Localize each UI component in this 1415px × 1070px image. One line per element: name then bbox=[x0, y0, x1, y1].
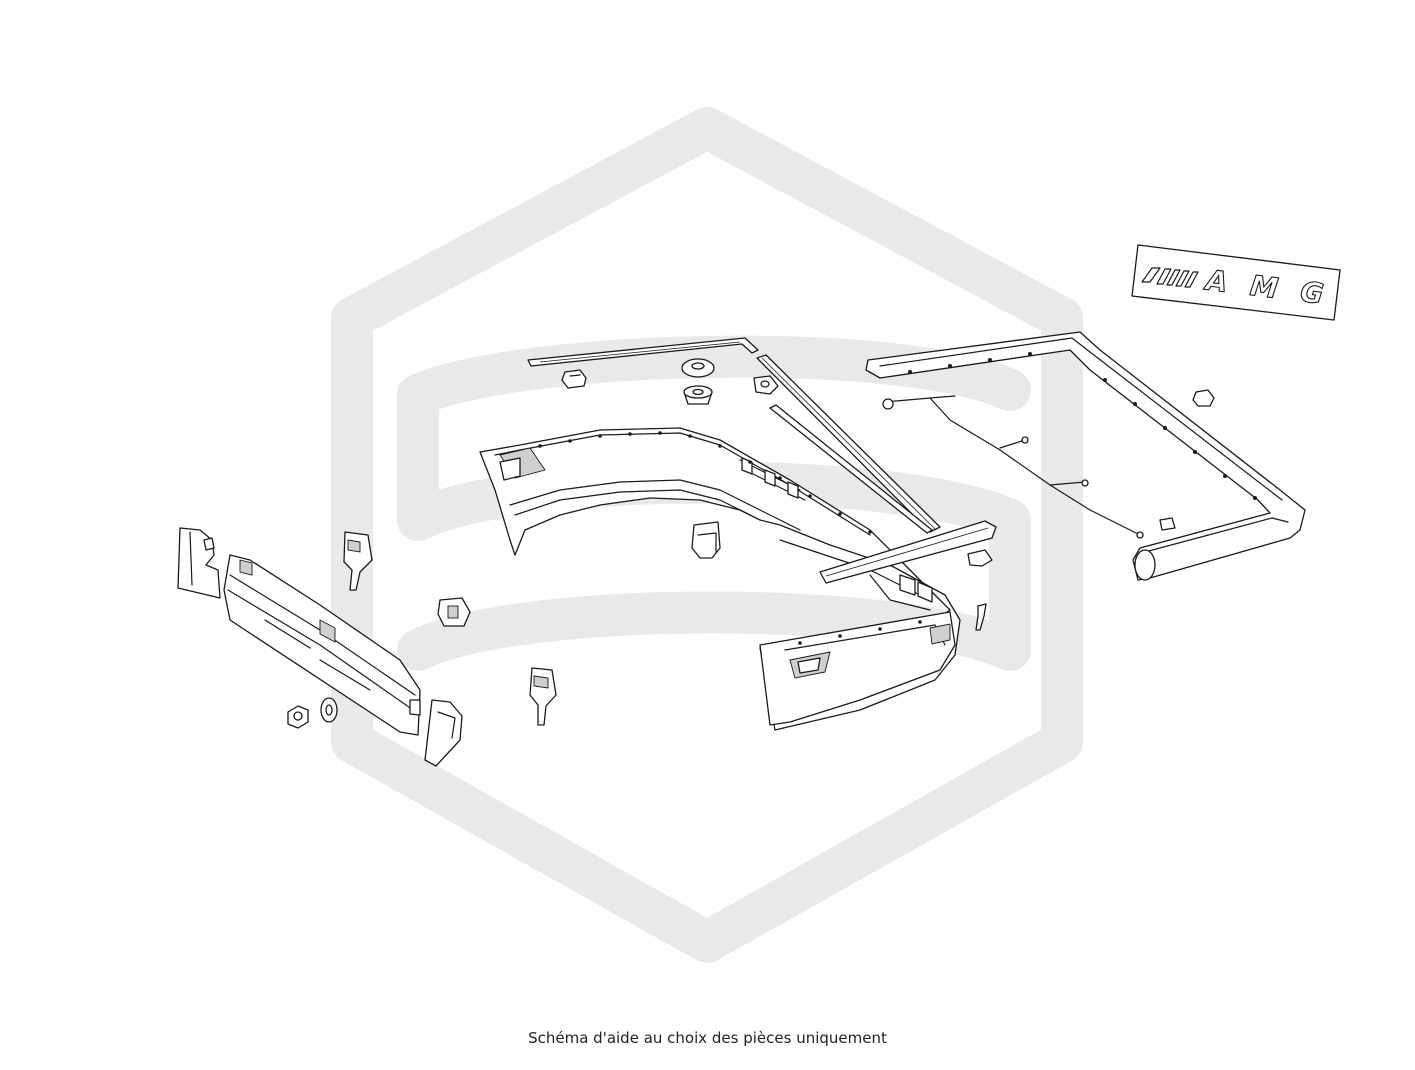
expansion-nut bbox=[683, 385, 713, 405]
side-trim-strip-2 bbox=[769, 404, 933, 534]
wiring-harness bbox=[882, 395, 1176, 539]
washer bbox=[320, 697, 338, 723]
bumper-cover bbox=[479, 427, 961, 731]
side-bracket-right bbox=[424, 699, 463, 767]
clip-nut-top bbox=[561, 369, 587, 389]
center-clip bbox=[437, 597, 471, 627]
impact-absorber bbox=[223, 554, 421, 736]
bumper-mount-dots bbox=[538, 431, 922, 645]
bumper-trim-frame bbox=[865, 331, 1306, 581]
bracket-lower bbox=[529, 667, 557, 726]
diagram-caption: Schéma d'aide au choix des pièces unique… bbox=[528, 1029, 887, 1047]
amg-stripes bbox=[1141, 267, 1199, 288]
upper-trim-strip bbox=[527, 337, 759, 367]
lower-trim-strip bbox=[819, 520, 997, 584]
amg-badge: AMG bbox=[1131, 244, 1341, 321]
rubber-grommet bbox=[681, 358, 715, 378]
frame-clip-dots bbox=[908, 352, 1257, 500]
clip-nut-mid bbox=[753, 375, 779, 395]
side-trim-strip-1 bbox=[756, 354, 941, 533]
retaining-bolt bbox=[975, 603, 987, 631]
bracket-top bbox=[343, 531, 373, 591]
side-bracket-left bbox=[177, 527, 221, 599]
end-clip bbox=[967, 549, 993, 567]
hex-nut bbox=[287, 705, 309, 729]
frame-end-cap bbox=[1192, 389, 1215, 407]
center-mounting-clip bbox=[691, 521, 721, 559]
